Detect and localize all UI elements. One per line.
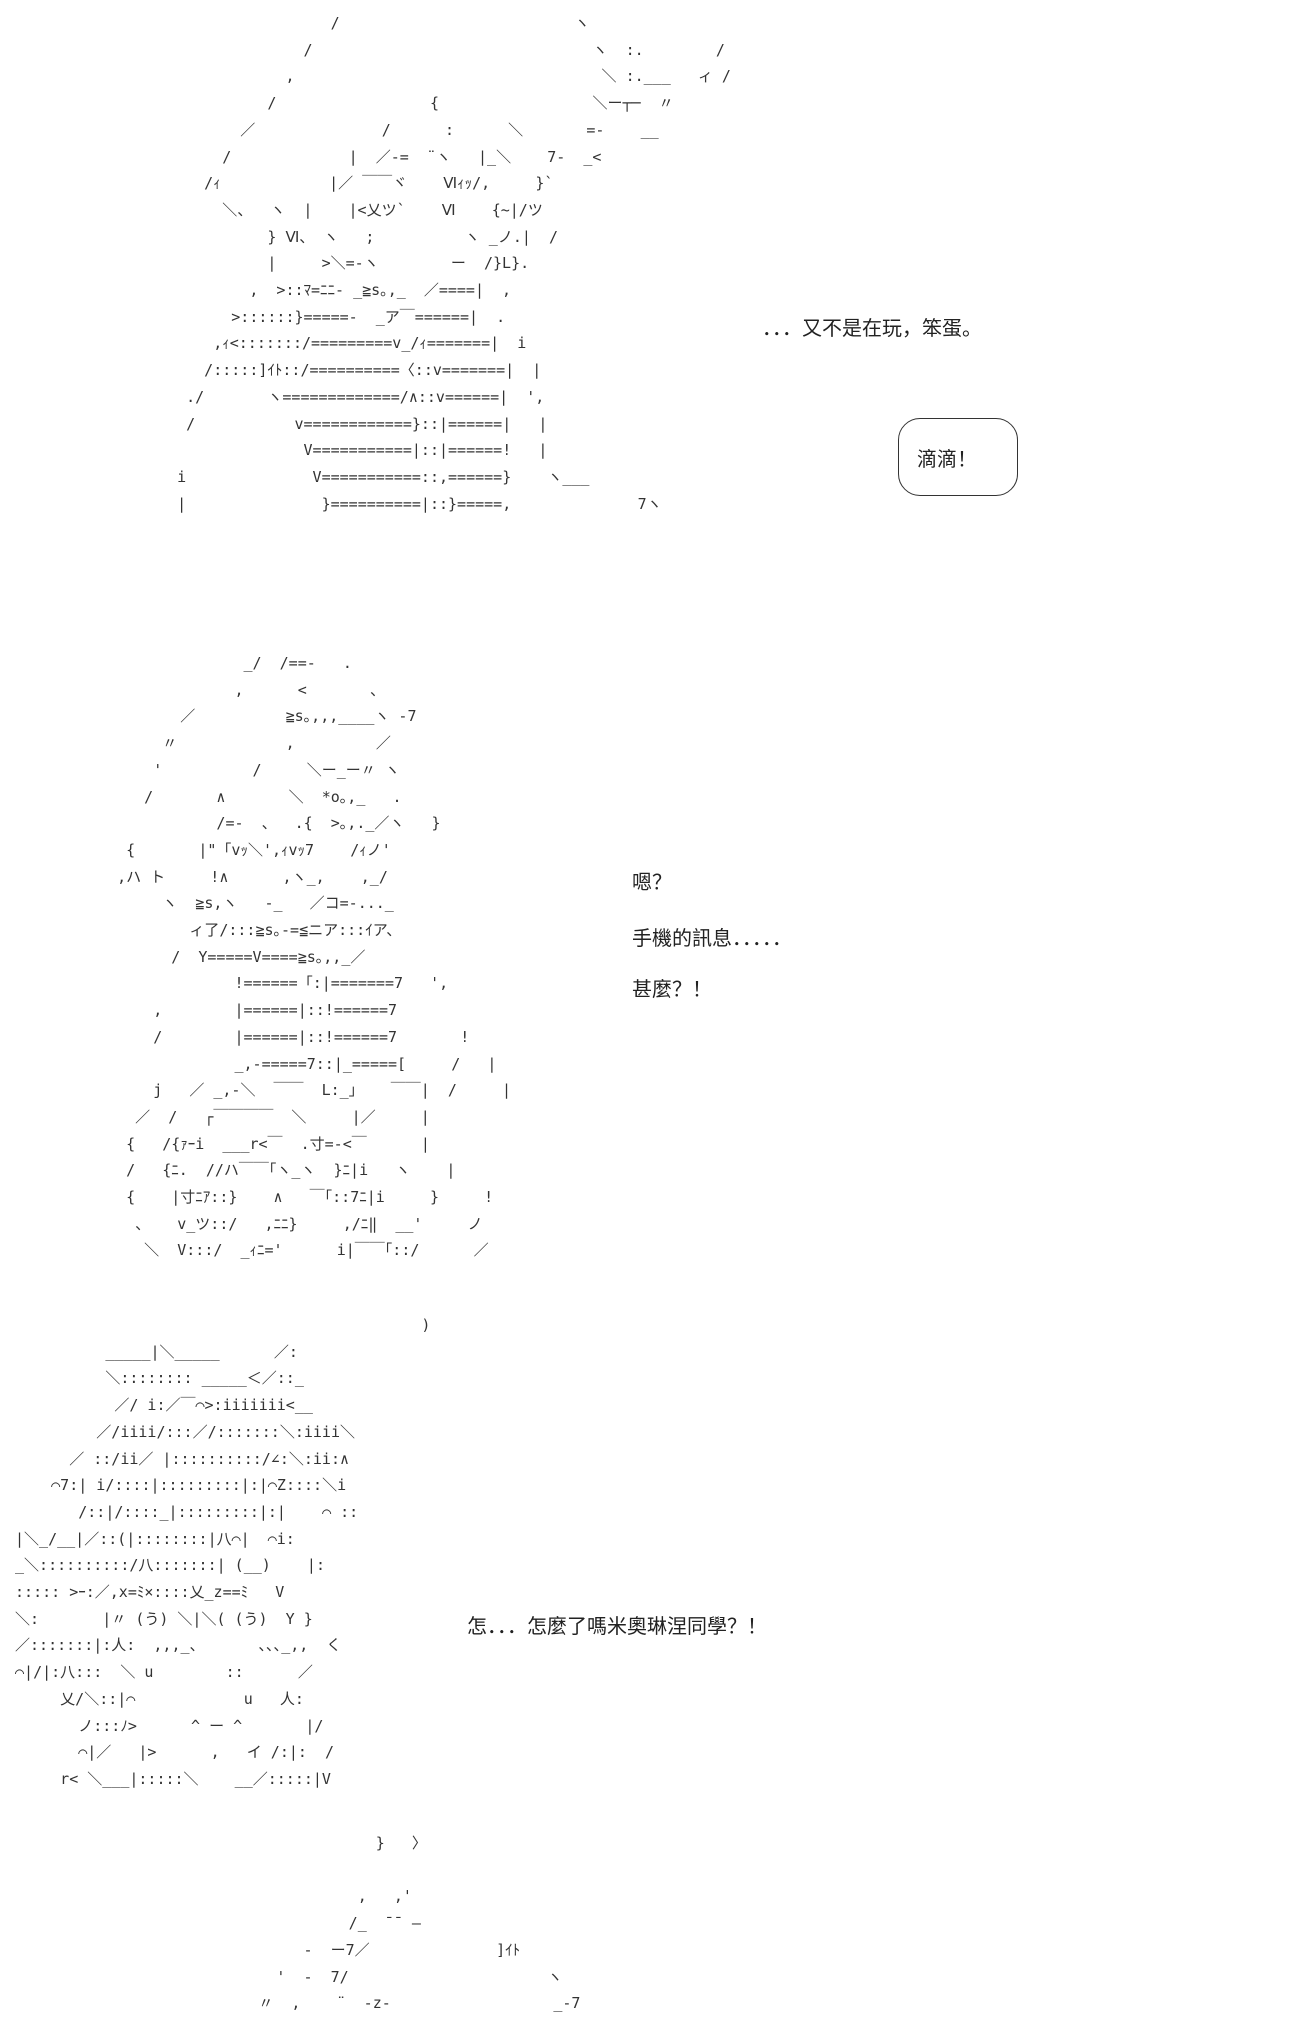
dialogue-line-2: 嗯？	[632, 870, 672, 894]
dialogue-line-1: ．．．又不是在玩，笨蛋。	[762, 316, 982, 340]
ascii-art-figure-2: _/ /==- . , < 、 ／ ≧s｡,,,____ヽ -7 〃 , ／ '…	[117, 654, 512, 1260]
ascii-art-figure-3: ) _____|＼_____ ／: ＼:::::::: _____＜／::_ ／…	[15, 1316, 431, 1788]
dialogue-line-4: 甚麼？！	[632, 977, 712, 1001]
bubble-text: 滴滴！	[917, 447, 977, 471]
speech-bubble: 滴滴！	[898, 418, 1018, 496]
dialogue-line-3: 手機的訊息．．．．．	[632, 926, 792, 950]
dialogue-line-5: 怎．．．怎麼了嗎米奧琳涅同學？！	[467, 1614, 767, 1638]
ascii-art-figure-1: / ヽ / ヽ :. / , ＼ :.___ ィ / / {	[177, 14, 731, 513]
ascii-art-figure-4: } 〉 , ,' /_ ̄ ̄ ― - ー7／ ]ｲﾄ ' - 7/ ヽ 〃 ,…	[258, 1834, 581, 2013]
